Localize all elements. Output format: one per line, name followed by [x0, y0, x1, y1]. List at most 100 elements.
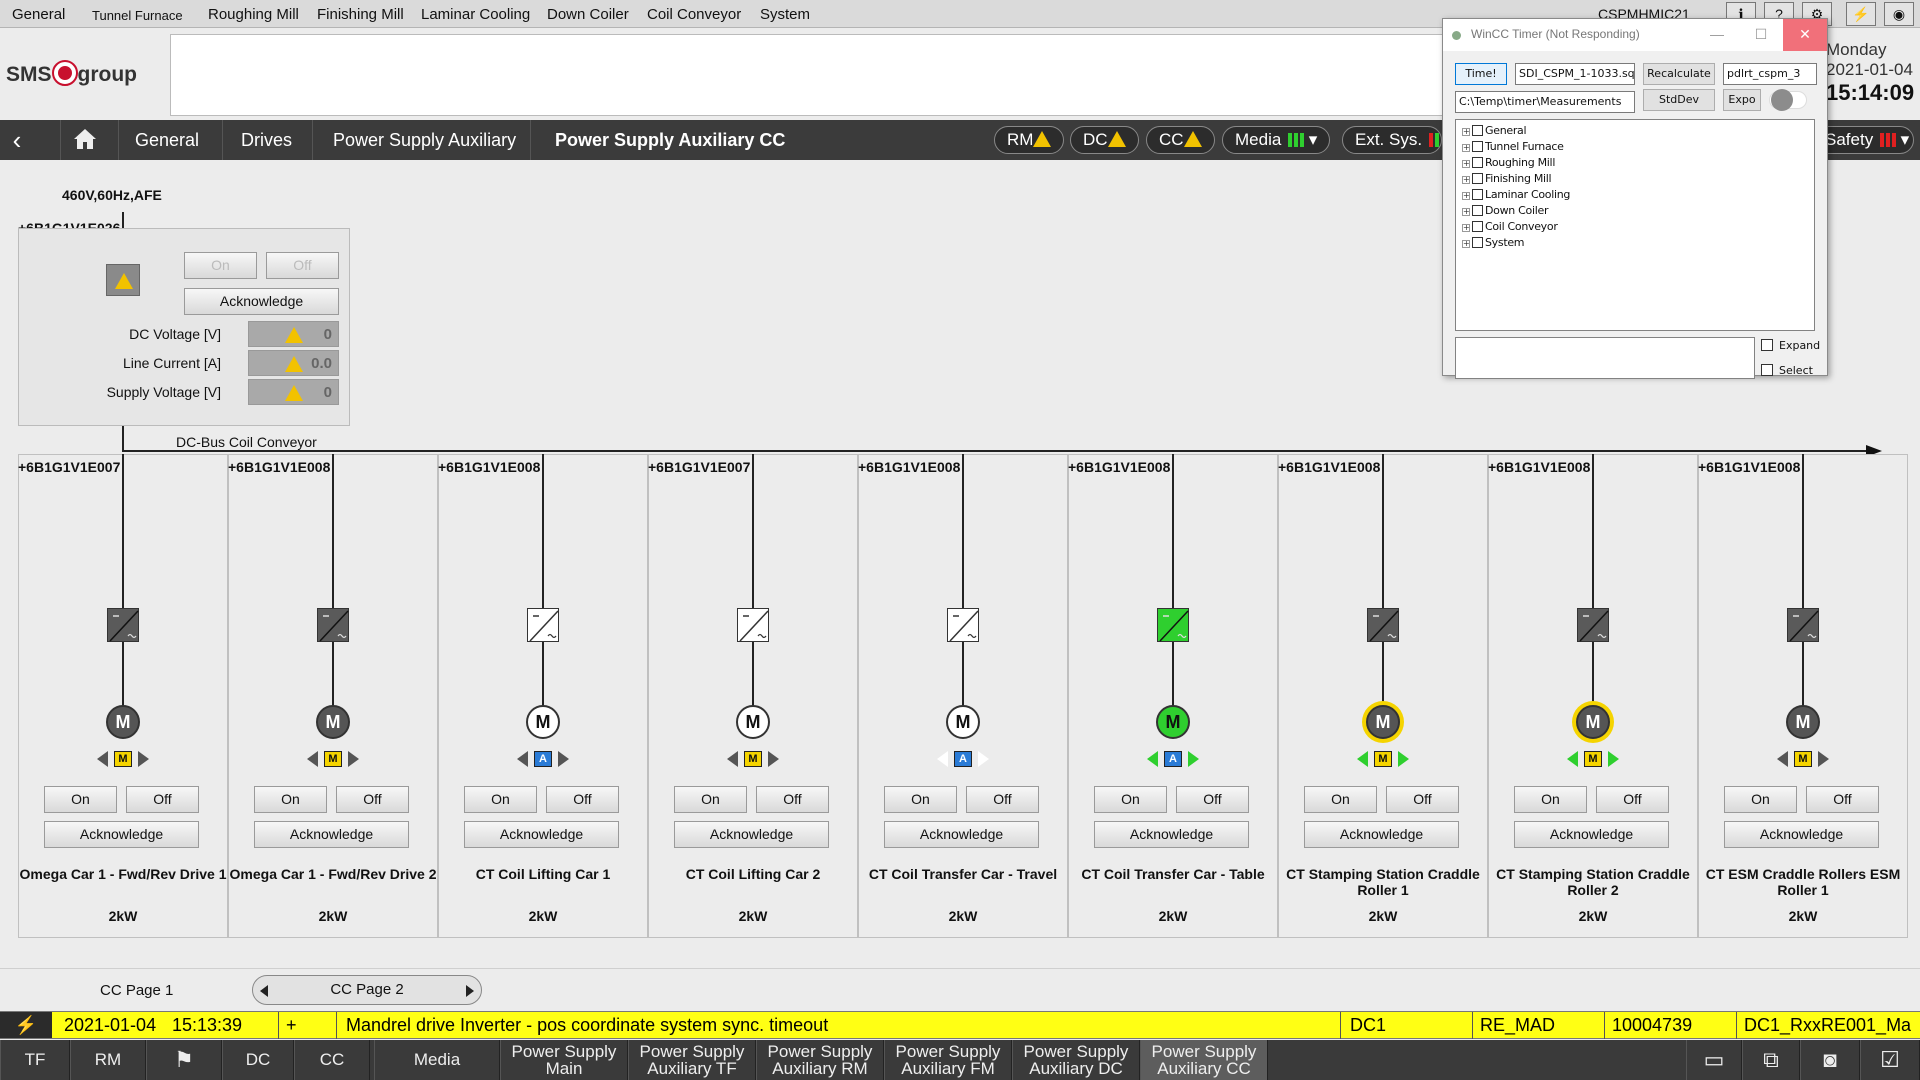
afe-on-button[interactable]: On: [184, 252, 257, 279]
db-name-field[interactable]: pdlrt_cspm_3: [1723, 63, 1817, 85]
inverter-icon[interactable]: [737, 608, 769, 642]
inverter-icon[interactable]: [317, 608, 349, 642]
drive-acknowledge-button[interactable]: Acknowledge: [674, 821, 829, 848]
checkbox-icon[interactable]: [1472, 173, 1483, 184]
status-rm[interactable]: RM: [994, 126, 1065, 154]
motor-icon[interactable]: M: [316, 705, 350, 739]
checkbox-icon[interactable]: [1472, 157, 1483, 168]
mode-indicator[interactable]: M: [97, 750, 149, 768]
mode-indicator[interactable]: M: [1357, 750, 1409, 768]
checkbox-icon[interactable]: [1472, 141, 1483, 152]
drive-acknowledge-button[interactable]: Acknowledge: [254, 821, 409, 848]
mode-indicator[interactable]: M: [1567, 750, 1619, 768]
camera-icon[interactable]: ◙: [1800, 1040, 1860, 1080]
tree-item[interactable]: +System: [1462, 236, 1525, 249]
nav-rm-button[interactable]: RM: [70, 1040, 146, 1080]
nav-cc-button[interactable]: CC: [294, 1040, 370, 1080]
tree-item[interactable]: +Tunnel Furnace: [1462, 140, 1564, 153]
motor-icon[interactable]: M: [1786, 705, 1820, 739]
menu-roughing-mill[interactable]: Roughing Mill: [208, 6, 299, 23]
inverter-icon[interactable]: [1577, 608, 1609, 642]
drive-on-button[interactable]: On: [254, 786, 327, 813]
motor-icon[interactable]: M: [1366, 705, 1400, 739]
motor-icon[interactable]: M: [1156, 705, 1190, 739]
expand-checkbox[interactable]: Expand: [1761, 339, 1820, 352]
status-ext-sys[interactable]: Ext. Sys.: [1342, 126, 1442, 154]
drive-off-button[interactable]: Off: [546, 786, 619, 813]
tree-item[interactable]: +Down Coiler: [1462, 204, 1548, 217]
checkbox-icon[interactable]: [1472, 189, 1483, 200]
expand-plus-icon[interactable]: +: [1462, 127, 1470, 136]
mode-indicator[interactable]: M: [1777, 750, 1829, 768]
afe-acknowledge-button[interactable]: Acknowledge: [184, 288, 339, 315]
crumb-general[interactable]: General: [118, 120, 199, 160]
home-icon[interactable]: [60, 120, 108, 160]
crumb-power-supply-auxiliary[interactable]: Power Supply Auxiliary: [312, 120, 516, 160]
drive-off-button[interactable]: Off: [1596, 786, 1669, 813]
next-page-icon[interactable]: [466, 985, 474, 997]
drive-on-button[interactable]: On: [884, 786, 957, 813]
network-monitor-icon[interactable]: ⧉: [1742, 1040, 1800, 1080]
expand-plus-icon[interactable]: +: [1462, 207, 1470, 216]
menu-tunnel-furnace[interactable]: Tunnel Furnace: [92, 8, 183, 23]
tree-item[interactable]: +Laminar Cooling: [1462, 188, 1570, 201]
mode-indicator[interactable]: M: [307, 750, 359, 768]
checkbox-icon[interactable]: [1472, 237, 1483, 248]
drive-off-button[interactable]: Off: [126, 786, 199, 813]
path-field[interactable]: C:\Temp\timer\Measurements: [1455, 91, 1635, 113]
mode-indicator[interactable]: M: [727, 750, 779, 768]
drive-on-button[interactable]: On: [1514, 786, 1587, 813]
stddev-button[interactable]: StdDev: [1643, 89, 1715, 111]
menu-coil-conveyor[interactable]: Coil Conveyor: [647, 6, 742, 23]
tree-item[interactable]: +Finishing Mill: [1462, 172, 1552, 185]
tree-item[interactable]: +Roughing Mill: [1462, 156, 1555, 169]
maximize-icon[interactable]: ☐: [1754, 26, 1768, 42]
expand-plus-icon[interactable]: +: [1462, 159, 1470, 168]
page-2-tab[interactable]: CC Page 2: [252, 975, 482, 1005]
drive-acknowledge-button[interactable]: Acknowledge: [44, 821, 199, 848]
crumb-drives[interactable]: Drives: [222, 120, 292, 160]
checkbox-icon[interactable]: [1472, 221, 1483, 232]
expand-plus-icon[interactable]: +: [1462, 223, 1470, 232]
menu-finishing-mill[interactable]: Finishing Mill: [317, 6, 404, 23]
status-cc[interactable]: CC: [1146, 126, 1215, 154]
alarm-bolt-icon[interactable]: ⚡: [0, 1012, 52, 1038]
inverter-icon[interactable]: [947, 608, 979, 642]
inverter-icon[interactable]: [107, 608, 139, 642]
expo-button[interactable]: Expo: [1723, 89, 1761, 111]
afe-off-button[interactable]: Off: [266, 252, 339, 279]
drive-off-button[interactable]: Off: [1806, 786, 1879, 813]
eye-icon[interactable]: ◉: [1884, 2, 1914, 26]
back-arrow-icon[interactable]: ‹: [12, 125, 22, 155]
mode-indicator[interactable]: A: [1147, 750, 1199, 768]
menu-system[interactable]: System: [760, 6, 811, 23]
drive-acknowledge-button[interactable]: Acknowledge: [1094, 821, 1249, 848]
prev-page-icon[interactable]: [260, 985, 268, 997]
tree-item[interactable]: +Coil Conveyor: [1462, 220, 1558, 233]
status-dc[interactable]: DC: [1070, 126, 1139, 154]
expand-plus-icon[interactable]: +: [1462, 175, 1470, 184]
motor-icon[interactable]: M: [736, 705, 770, 739]
drive-off-button[interactable]: Off: [336, 786, 409, 813]
wincc-timer-window[interactable]: WinCC Timer (Not Responding) — ☐ ✕ Time!…: [1442, 18, 1828, 379]
motor-icon[interactable]: M: [1576, 705, 1610, 739]
page-1-tab[interactable]: CC Page 1: [100, 982, 174, 999]
alarm-line[interactable]: ⚡ 2021-01-04 15:13:39 + Mandrel drive In…: [0, 1011, 1920, 1039]
minimize-icon[interactable]: —: [1710, 26, 1724, 42]
window-titlebar[interactable]: WinCC Timer (Not Responding) — ☐ ✕: [1443, 19, 1827, 51]
inverter-icon[interactable]: [527, 608, 559, 642]
flag-icon[interactable]: ⚑: [146, 1040, 222, 1080]
menu-down-coiler[interactable]: Down Coiler: [547, 6, 629, 23]
close-icon[interactable]: ✕: [1783, 19, 1827, 51]
menu-general[interactable]: General: [12, 6, 66, 23]
drive-on-button[interactable]: On: [1094, 786, 1167, 813]
drive-on-button[interactable]: On: [44, 786, 117, 813]
area-tree[interactable]: +General+Tunnel Furnace+Roughing Mill+Fi…: [1455, 119, 1815, 331]
checklist-icon[interactable]: ☑: [1860, 1040, 1920, 1080]
